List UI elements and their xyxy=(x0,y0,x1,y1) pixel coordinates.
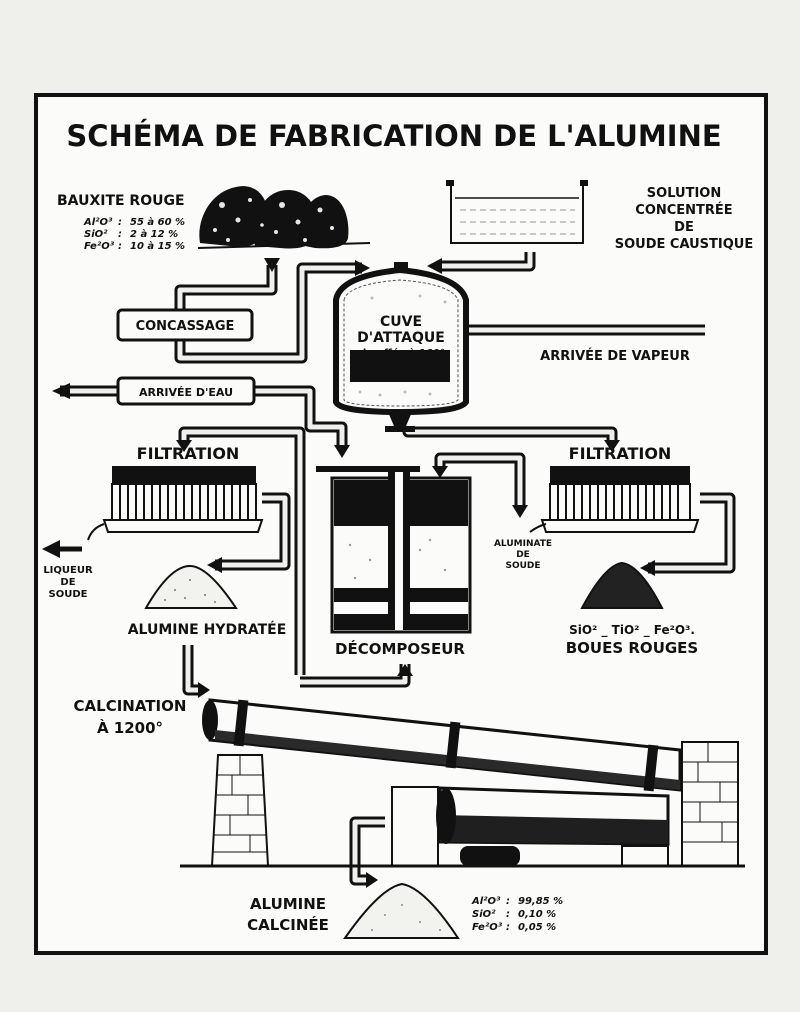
final-row-2-sep: : xyxy=(506,909,510,920)
bauxite-row-1-sep: : xyxy=(118,217,122,228)
aluminate-line-3: SOUDE xyxy=(505,561,540,571)
calcinee-line-1: ALUMINE xyxy=(250,895,326,913)
final-row-2-value: 0,10 % xyxy=(518,909,556,920)
pipe-network xyxy=(60,252,736,886)
final-row-1-value: 99,85 % xyxy=(518,896,563,907)
flow-arrows xyxy=(52,258,655,888)
liqueur-line-1: LIQUEUR xyxy=(43,565,93,576)
caustic-soda-tank xyxy=(446,180,588,244)
filtration-left-label: FILTRATION xyxy=(137,444,240,463)
liqueur-line-3: SOUDE xyxy=(49,589,88,600)
final-row-2-name: SiO² xyxy=(472,909,496,920)
water-inlet-box xyxy=(116,376,256,406)
diagram-title: SCHÉMA DE FABRICATION DE L'ALUMINE xyxy=(66,119,721,153)
bauxite-row-3-value: 10 à 15 % xyxy=(130,240,185,252)
filtration-right-press xyxy=(529,466,700,533)
bauxite-row-2-name: SiO² xyxy=(84,229,108,240)
cuve-line-2: D'ATTAQUE xyxy=(357,330,445,346)
final-row-1-name: Al²O³ xyxy=(471,896,501,907)
rotary-kiln xyxy=(180,698,745,868)
boues-label: BOUES ROUGES xyxy=(566,639,698,657)
bauxite-row-3-sep: : xyxy=(118,241,122,252)
alumine-hydratee-label: ALUMINE HYDRATÉE xyxy=(128,621,287,638)
red-mud-pile xyxy=(580,561,664,609)
final-row-3-name: Fe²O³ xyxy=(472,922,503,933)
attack-vessel xyxy=(333,262,469,432)
aluminate-line-1: ALUMINATE xyxy=(494,539,552,549)
filtration-left-press xyxy=(42,466,264,558)
bauxite-row-1-value: 55 à 60 % xyxy=(130,216,185,228)
solution-line-4: SOUDE CAUSTIQUE xyxy=(615,237,753,252)
bauxite-row-1-name: Al²O³ xyxy=(83,217,113,228)
cuve-line-1: CUVE xyxy=(380,314,422,330)
concassage-label: CONCASSAGE xyxy=(136,319,235,334)
calcined-alumina-pile xyxy=(343,882,460,939)
eau-label: ARRIVÉE D'EAU xyxy=(139,386,233,399)
bauxite-rocks-illustration xyxy=(197,186,371,249)
bauxite-section: BAUXITE ROUGE Al²O³ : 55 à 60 % SiO² : 2… xyxy=(57,186,371,252)
decomposeur-label: DÉCOMPOSEUR xyxy=(335,639,465,658)
final-row-3-sep: : xyxy=(506,922,510,933)
solution-line-2: CONCENTRÉE xyxy=(635,202,732,218)
liqueur-line-2: DE xyxy=(60,577,75,588)
solution-line-1: SOLUTION xyxy=(647,186,721,201)
filtration-right-label: FILTRATION xyxy=(569,444,672,463)
calcination-line-2: À 1200° xyxy=(97,718,163,737)
bauxite-row-2-sep: : xyxy=(118,229,122,240)
vapeur-label: ARRIVÉE DE VAPEUR xyxy=(540,348,690,364)
bauxite-row-3-name: Fe²O³ xyxy=(84,241,115,252)
calcinee-line-2: CALCINÉE xyxy=(247,915,329,934)
solution-line-3: DE xyxy=(674,220,694,235)
final-row-1-sep: : xyxy=(506,896,510,907)
cuve-line-3: chauffée à 160° xyxy=(357,347,445,359)
decomposer-tank xyxy=(316,466,472,634)
aluminate-line-2: DE xyxy=(516,550,530,560)
concassage-box xyxy=(116,308,254,342)
boues-formula: SiO² _ TiO² _ Fe²O³. xyxy=(569,623,695,638)
hydrated-alumina-pile xyxy=(144,564,238,609)
bauxite-row-2-value: 2 à 12 % xyxy=(130,228,178,240)
final-row-3-value: 0,05 % xyxy=(518,922,556,933)
bauxite-label: BAUXITE ROUGE xyxy=(57,193,185,209)
calcination-line-1: CALCINATION xyxy=(74,697,187,715)
